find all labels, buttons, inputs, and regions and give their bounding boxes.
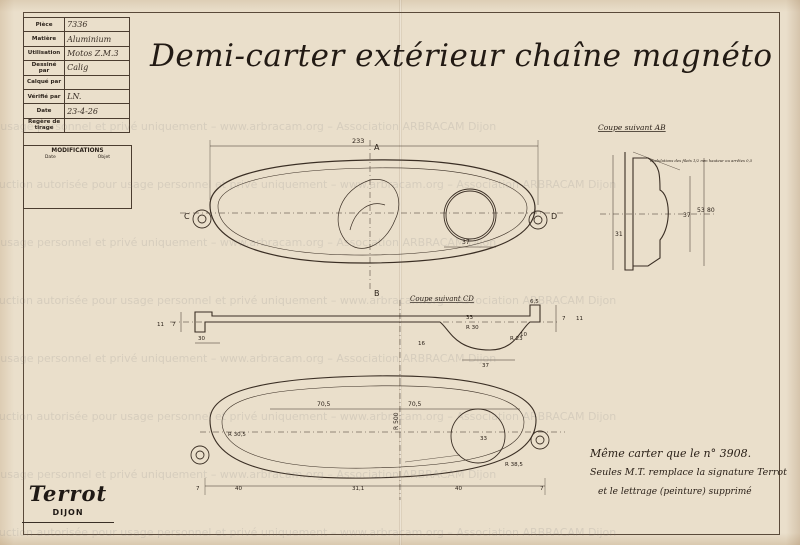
dim-cd-12: 7 bbox=[562, 316, 566, 322]
dim-cd-8: 11 bbox=[157, 322, 164, 328]
dim-cd-5: 10 bbox=[520, 332, 527, 338]
dim-bottom-9: 31,1 bbox=[352, 486, 364, 492]
title-block-label: Regère de tirage bbox=[22, 117, 66, 134]
top-view bbox=[180, 140, 565, 290]
modifications-heading: MODIFICATIONS bbox=[51, 148, 104, 154]
dim-ab-3: 80 bbox=[707, 207, 715, 214]
modifications-block: MODIFICATIONS Date Objet bbox=[23, 145, 132, 209]
dim-bottom-8: 40 bbox=[455, 486, 462, 492]
section-ab-label: Coupe suivant AB bbox=[598, 123, 666, 132]
dim-cd-4: R 23 bbox=[510, 336, 523, 342]
dim-bottom-7: 40 bbox=[235, 486, 242, 492]
dim-cd-9: 7 bbox=[172, 322, 176, 328]
dim-ab-side: 31 bbox=[615, 231, 623, 238]
dim-bottom-11: 7 bbox=[540, 486, 544, 492]
dim-bottom-4: R 30,5 bbox=[228, 432, 246, 438]
paper-fold bbox=[399, 0, 402, 545]
dim-cd-7: 30 bbox=[198, 336, 205, 342]
dim-bottom-1: 70,5 bbox=[317, 401, 331, 408]
drawing-title: Demi-carter extérieur chaîne magnéto bbox=[150, 38, 773, 74]
point-label-b: B bbox=[374, 289, 380, 298]
section-cd-view bbox=[170, 300, 560, 380]
dim-cd-3: 37 bbox=[482, 363, 489, 369]
modifications-date-col: Date bbox=[44, 155, 56, 160]
terrot-logo: Terrot DIJON bbox=[22, 481, 114, 523]
section-ab-annotation: Ondulations des filets 1/2 mm hauteur ou… bbox=[650, 158, 753, 163]
dim-cd-1: 33 bbox=[466, 315, 473, 321]
title-block-row: Regère de tirage bbox=[22, 117, 130, 134]
dim-bottom-2: 70,5 bbox=[408, 401, 422, 408]
point-label-c: C bbox=[184, 212, 190, 221]
dim-bottom-6: R 38,5 bbox=[505, 462, 523, 468]
note-line-3: et le lettrage (peinture) supprimé bbox=[598, 487, 752, 497]
point-label-d: D bbox=[551, 212, 557, 221]
dim-cd-11: 11 bbox=[576, 316, 583, 322]
section-cd-label: Coupe suivant CD bbox=[410, 295, 474, 303]
modifications-objet-col: Objet bbox=[97, 155, 111, 160]
bottom-view bbox=[190, 375, 565, 500]
dim-bottom-10: 7 bbox=[196, 486, 200, 492]
section-ab-view bbox=[600, 151, 715, 271]
logo-underline bbox=[22, 480, 114, 523]
logo-brand: Terrot bbox=[28, 481, 108, 506]
dim-top-boss: 37 bbox=[462, 239, 470, 246]
dim-top-overall: 233 bbox=[352, 137, 364, 145]
drawing-frame bbox=[23, 12, 780, 535]
note-line-2: Seules M.T. remplace la signature Terrot bbox=[590, 467, 787, 478]
note-line-1: Même carter que le n° 3908. bbox=[590, 447, 752, 460]
title-block-value bbox=[64, 117, 130, 134]
dim-ab-2: 53 bbox=[697, 207, 705, 214]
dim-cd-10: 16 bbox=[418, 341, 425, 347]
dim-cd-2: R 30 bbox=[466, 325, 479, 331]
dim-ab-1: 37 bbox=[683, 212, 691, 219]
dim-bottom-5: 33 bbox=[480, 436, 487, 442]
dim-bottom-3: R 500 bbox=[393, 412, 400, 430]
point-label-a: A bbox=[374, 143, 380, 152]
dim-cd-6: 6,5 bbox=[530, 299, 539, 305]
logo-city: DIJON bbox=[52, 508, 84, 517]
